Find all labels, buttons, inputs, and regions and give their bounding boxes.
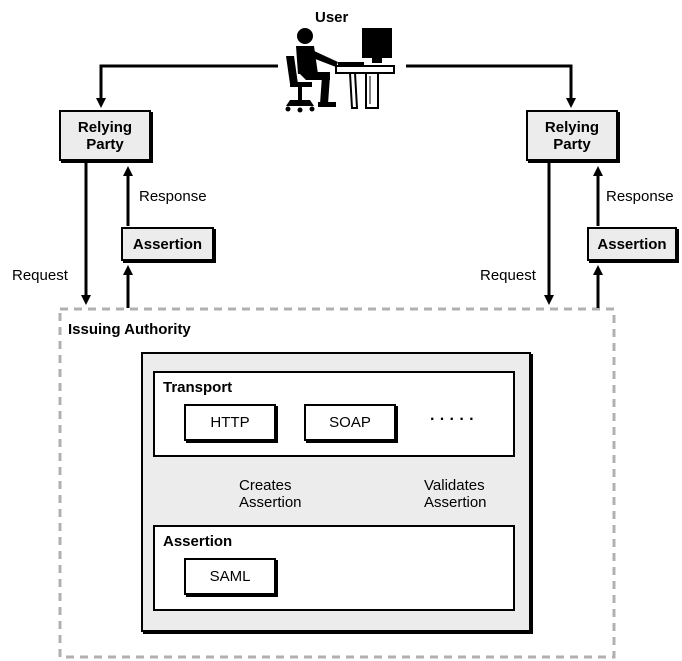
right-relying-party-box: Relying Party bbox=[526, 110, 618, 161]
left-assertion-box: Assertion bbox=[121, 227, 214, 261]
left-request-label: Request bbox=[12, 267, 68, 284]
assertion-panel-label: Assertion bbox=[163, 533, 233, 550]
validates-assertion-label: Validates Assertion bbox=[424, 477, 487, 511]
http-box: HTTP bbox=[184, 404, 276, 441]
right-relying-party-label: Relying Party bbox=[544, 118, 600, 153]
issuing-authority-frame bbox=[58, 307, 616, 659]
saml-label: SAML bbox=[209, 568, 251, 585]
user-to-left-party-connector bbox=[96, 64, 278, 108]
right-assertion-label: Assertion bbox=[597, 235, 667, 253]
user-to-right-party-connector bbox=[406, 64, 576, 108]
right-response-label: Response bbox=[606, 188, 674, 205]
user-at-computer-icon bbox=[285, 28, 395, 113]
user-label: User bbox=[315, 9, 349, 26]
transport-ellipsis: · · · · · bbox=[430, 411, 475, 428]
creates-assertion-label: Creates Assertion bbox=[239, 477, 302, 511]
issuing-authority-label: Issuing Authority bbox=[68, 321, 191, 338]
saml-box: SAML bbox=[184, 558, 276, 595]
right-request-label: Request bbox=[480, 267, 536, 284]
right-assertion-box: Assertion bbox=[587, 227, 677, 261]
http-label: HTTP bbox=[210, 414, 250, 431]
left-assertion-label: Assertion bbox=[132, 235, 203, 253]
transport-panel: Transport HTTP SOAP · · · · · bbox=[153, 371, 515, 457]
assertion-panel: Assertion SAML bbox=[153, 525, 515, 611]
transport-label: Transport bbox=[163, 379, 233, 396]
left-response-label: Response bbox=[139, 188, 207, 205]
soap-box: SOAP bbox=[304, 404, 396, 441]
left-relying-party-box: Relying Party bbox=[59, 110, 151, 161]
soap-label: SOAP bbox=[329, 414, 371, 431]
left-relying-party-label: Relying Party bbox=[77, 118, 133, 153]
